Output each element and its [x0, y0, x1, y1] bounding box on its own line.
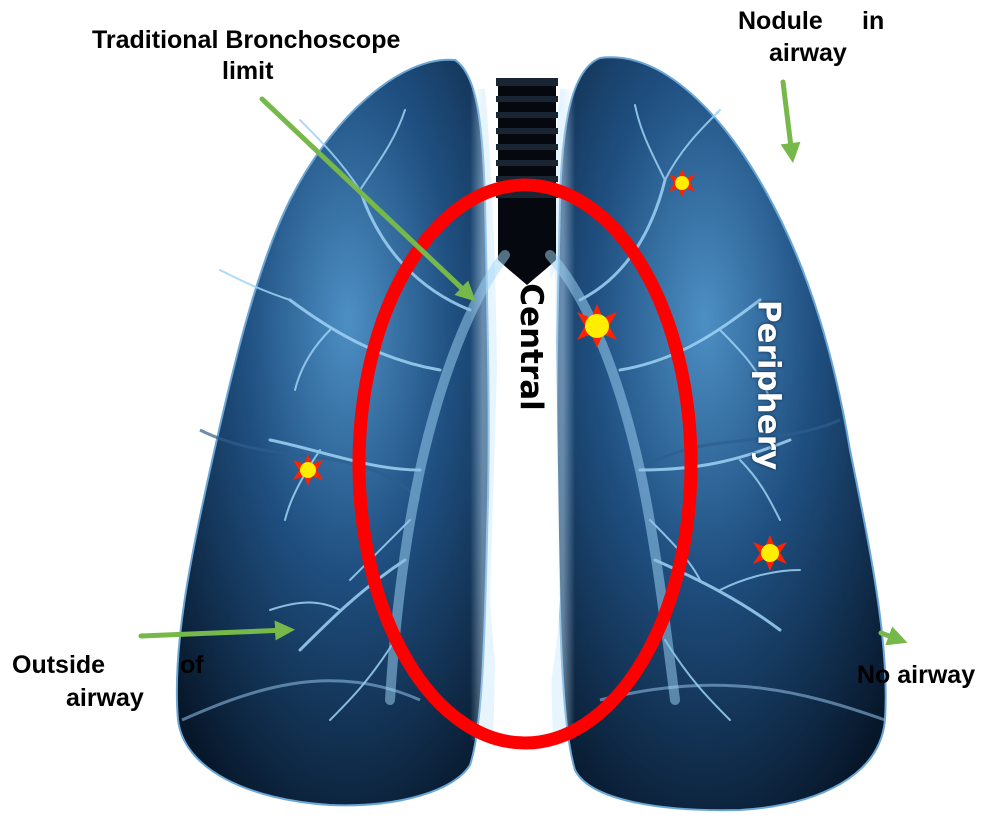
nodule-label-airway: airway: [769, 40, 847, 68]
arrow-nodule-in-airway: [783, 82, 792, 155]
trad-limit-label-line2: limit: [222, 58, 273, 86]
arrow-no-airway: [881, 633, 900, 640]
central-label: Central: [514, 283, 548, 411]
trad-limit-label-line1: Traditional Bronchoscope: [92, 27, 400, 55]
outside-label-word: Outside: [12, 652, 105, 680]
right-lung: [556, 57, 885, 810]
outside-label-of: of: [180, 652, 204, 680]
outside-label-airway: airway: [66, 685, 144, 713]
left-lung: [177, 60, 489, 806]
nodule-label-word: Nodule: [738, 8, 823, 36]
periphery-label: Periphery: [751, 300, 785, 470]
nodule-label-in: in: [862, 8, 884, 36]
no-airway-label: No airway: [857, 662, 975, 690]
